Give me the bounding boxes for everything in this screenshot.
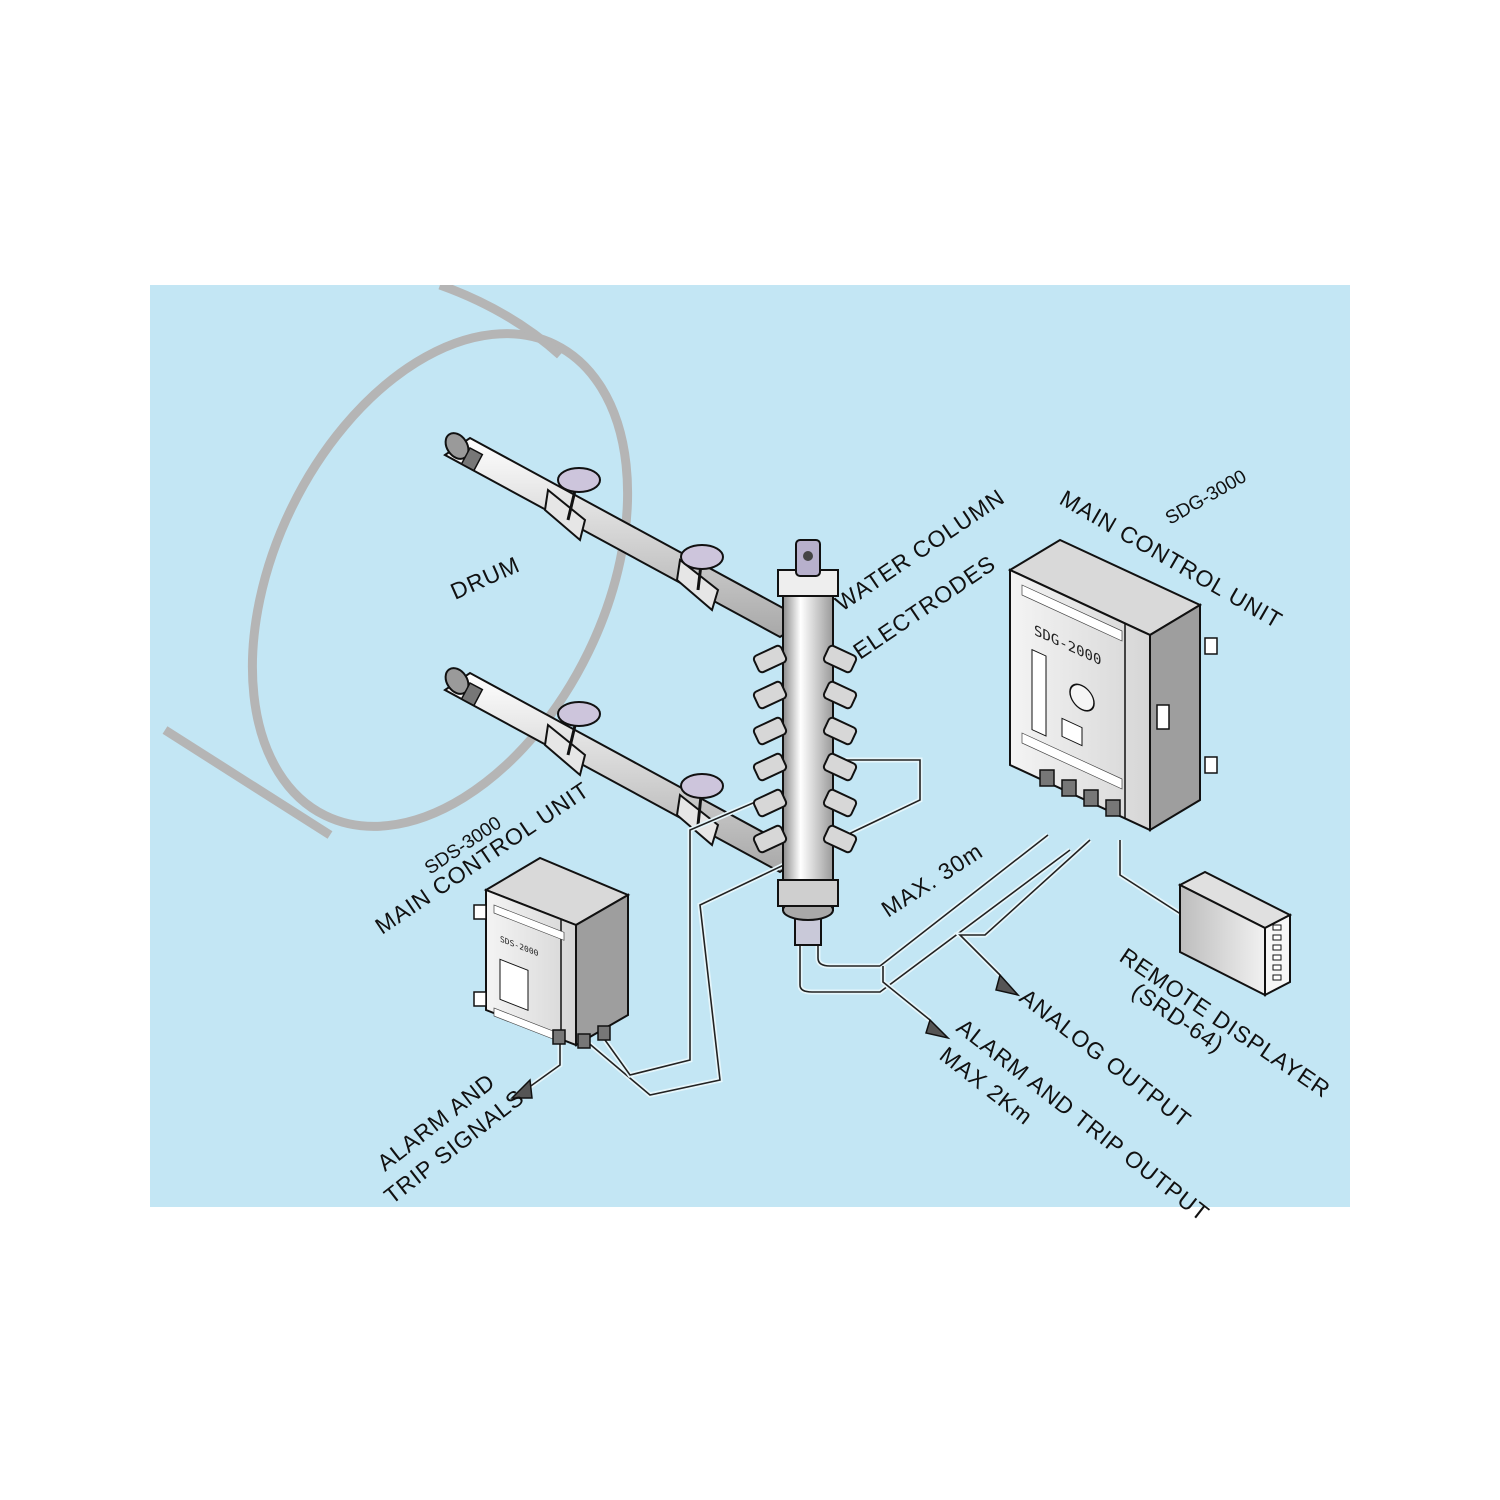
remote-indicator [1272,954,1282,961]
valve-upper-1 [543,467,601,542]
arrow-alarm-signals [510,1078,533,1099]
sdg-cable-glands [1039,769,1121,817]
remote-displayer [1177,870,1293,997]
sds-main-control-unit: SDS-2000 [473,856,631,1049]
electrode [752,752,858,782]
remote-indicator [1272,944,1282,951]
valve-lower-2 [675,773,724,847]
remote-indicator [1272,974,1282,981]
sdg-main-control-unit: SDG-2000 [1007,538,1218,832]
electrodes [752,644,858,854]
electrode [752,644,858,674]
water-column [777,539,839,946]
remote-indicator [1272,964,1282,971]
electrode [752,716,858,746]
cables [526,757,1192,1098]
arrow-analog-output [995,973,1021,997]
drum [162,285,633,839]
remote-indicator [1272,934,1282,941]
valve-lower-1 [543,701,601,777]
sds-cable-glands [552,1025,611,1049]
drum-end-outline [247,329,633,831]
electrode [752,680,858,710]
drum-top-line [438,285,564,359]
valve-upper-2 [675,544,724,612]
electrode [752,788,858,818]
arrow-alarm-trip-output [925,1018,951,1040]
remote-indicator [1272,924,1282,931]
remote-indicators [1272,924,1282,981]
electrode [752,824,858,854]
drum-bottom-line [162,726,333,839]
